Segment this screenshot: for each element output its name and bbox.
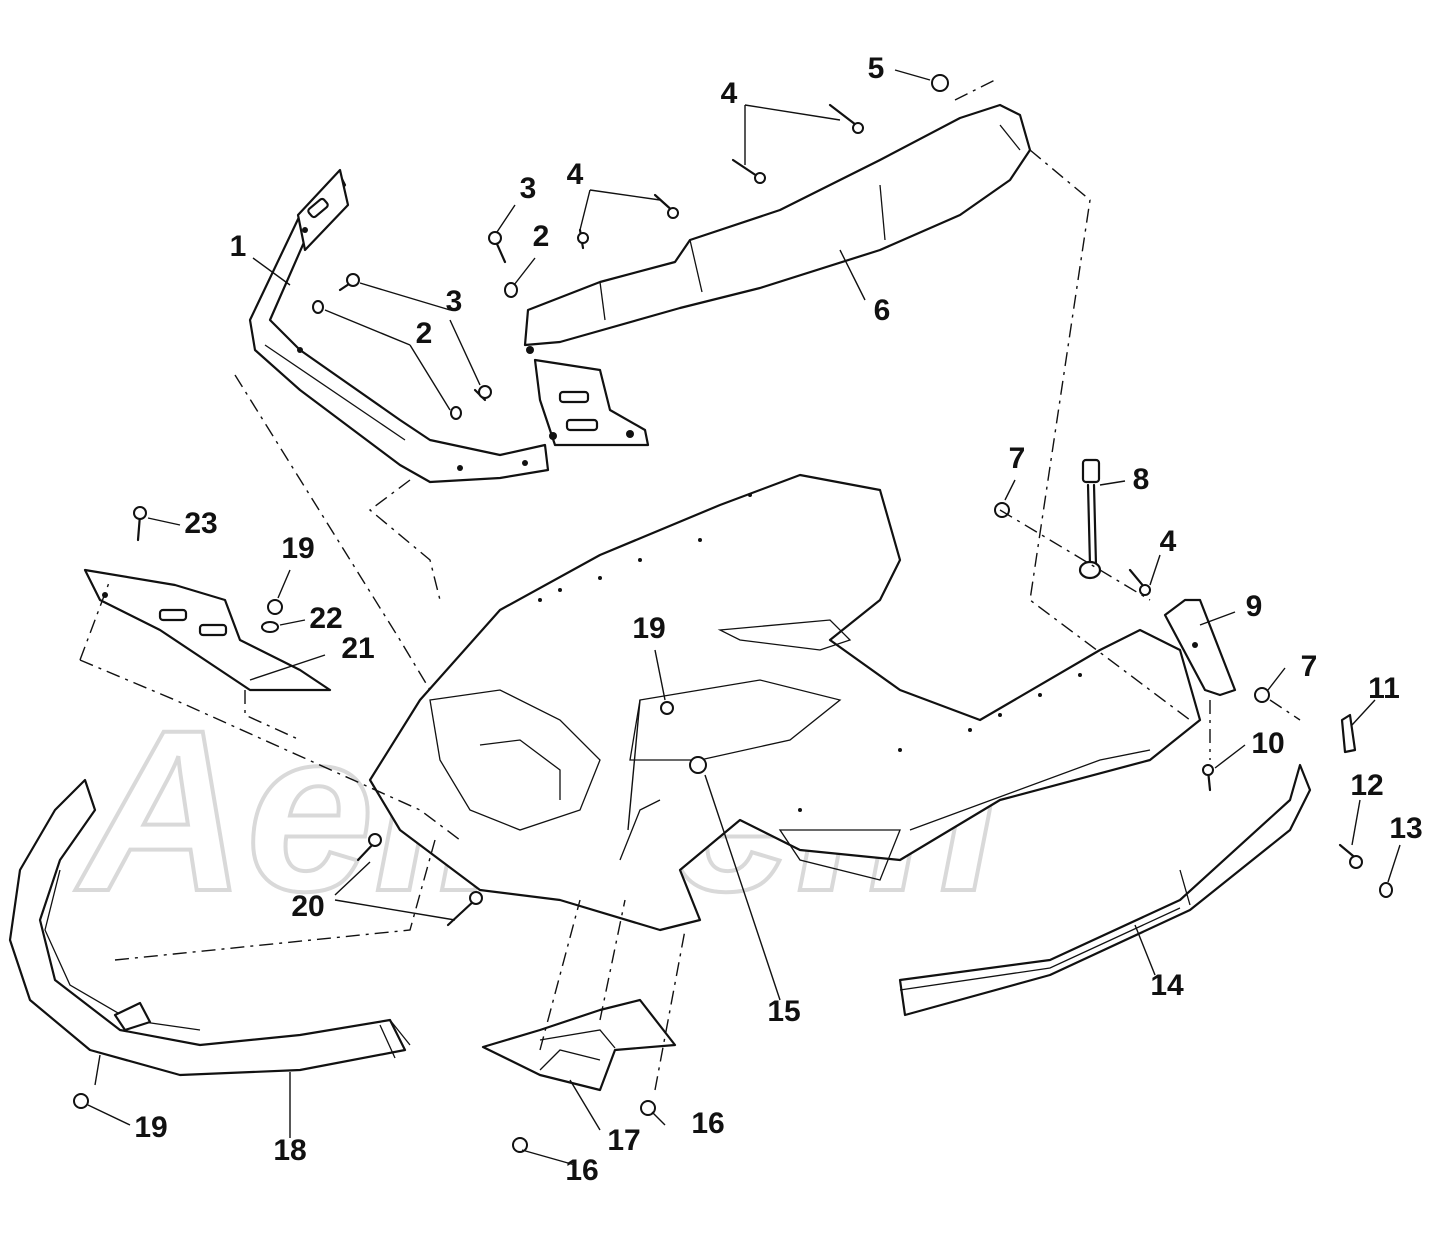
callout-3: 3 (520, 172, 537, 205)
part-1-left-bracket (248, 168, 550, 484)
callout-14: 14 (1150, 969, 1184, 1002)
callout-5: 5 (868, 52, 885, 85)
callout-18: 18 (273, 1134, 306, 1167)
callout-11: 11 (1368, 672, 1400, 705)
main-belly-pan (368, 473, 1202, 932)
callout-2: 2 (533, 220, 550, 253)
callout-21: 21 (341, 632, 374, 665)
callout-10: 10 (1251, 727, 1284, 760)
callout-4: 4 (1160, 525, 1177, 558)
callout-22: 22 (309, 602, 342, 635)
callout-9: 9 (1246, 590, 1263, 623)
callout-8: 8 (1133, 463, 1150, 496)
part-6-upper-bar (523, 103, 1032, 447)
part-9-bracket (1163, 598, 1237, 697)
part-8-link-rod (1078, 458, 1102, 580)
callout-7: 7 (1009, 442, 1026, 475)
callout-13: 13 (1389, 812, 1422, 845)
part-18-nose-bumper (8, 778, 411, 1077)
callout-2: 2 (416, 317, 433, 350)
callout-19: 19 (281, 532, 314, 565)
callout-3: 3 (446, 285, 463, 318)
part-17-skid-plate (481, 998, 677, 1092)
callouts: 1 2 2 3 3 4 4 4 5 6 7 7 8 9 10 11 12 13 … (134, 52, 1422, 1187)
callout-16: 16 (565, 1154, 598, 1187)
pan-rivet-holes (538, 493, 1082, 812)
callout-4: 4 (567, 158, 584, 191)
callout-20: 20 (291, 890, 324, 923)
callout-17: 17 (607, 1124, 640, 1157)
callout-16: 16 (691, 1107, 724, 1140)
callout-6: 6 (874, 294, 891, 327)
callout-12: 12 (1350, 769, 1383, 802)
callout-19: 19 (632, 612, 665, 645)
part-21-plate (83, 568, 332, 692)
leader-lines (87, 69, 1401, 1166)
callout-1: 1 (230, 230, 247, 263)
callout-4: 4 (721, 77, 738, 110)
callout-23: 23 (184, 507, 217, 540)
callout-7: 7 (1301, 650, 1318, 683)
assembly-lines (79, 79, 1301, 1091)
callout-15: 15 (767, 995, 800, 1028)
callout-19: 19 (134, 1111, 167, 1144)
